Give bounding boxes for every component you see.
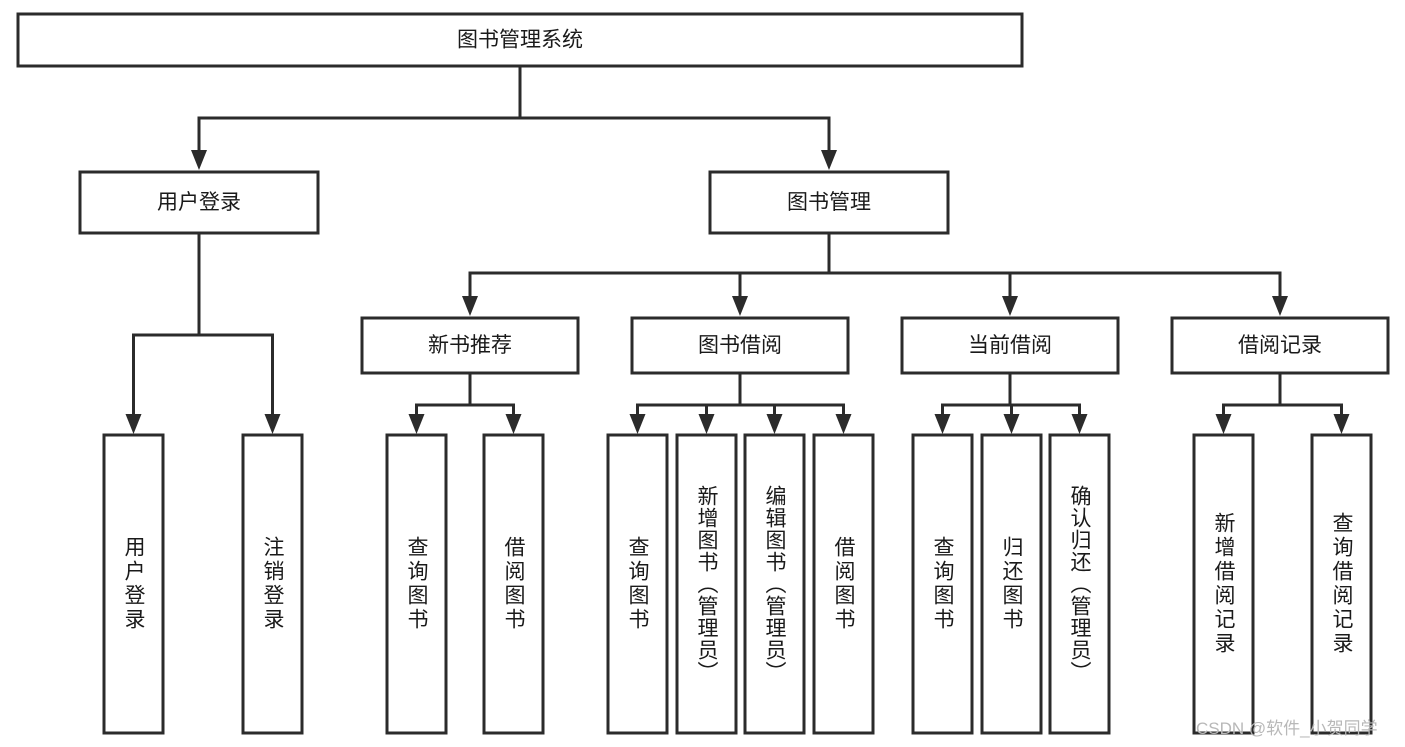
root-label-title: 图书管理系统 <box>457 29 583 52</box>
boxes-layer <box>16 12 1390 735</box>
leaf-box-leaf-query-borrow-record[interactable] <box>1310 433 1373 735</box>
level2-box-book-manage[interactable] <box>708 170 950 235</box>
level3-box-current-borrow[interactable] <box>900 316 1120 375</box>
arrow-head-icon <box>934 414 951 434</box>
arrow-head-icon <box>462 296 478 316</box>
leaf-box-leaf-user-login[interactable] <box>102 433 165 735</box>
arrow-head-icon <box>1215 414 1232 434</box>
csdn-watermark: CSDN @软件_小贺同学 <box>1196 719 1378 738</box>
leaf-box-leaf-add-book-admin[interactable] <box>675 433 738 735</box>
arrow-head-icon <box>191 150 207 170</box>
leaf-box-leaf-add-borrow-record[interactable] <box>1192 433 1255 735</box>
root-box-title[interactable] <box>16 12 1024 68</box>
level3-label-borrow-record: 借阅记录 <box>1238 334 1322 357</box>
leaf-box-leaf-return-book[interactable] <box>980 433 1043 735</box>
arrow-head-icon <box>698 414 715 434</box>
arrow-head-icon <box>505 414 522 434</box>
arrow-head-icon <box>1333 414 1350 434</box>
arrow-head-icon <box>629 414 646 434</box>
level3-box-new-book-recommend[interactable] <box>360 316 580 375</box>
leaf-box-leaf-confirm-return-admin[interactable] <box>1048 433 1111 735</box>
leaf-box-leaf-borrow-book-1[interactable] <box>482 433 545 735</box>
arrow-head-icon <box>1002 296 1018 316</box>
arrow-head-icon <box>408 414 425 434</box>
leaf-box-leaf-logout-login[interactable] <box>241 433 304 735</box>
arrow-head-icon <box>1003 414 1020 434</box>
arrow-head-icon <box>732 296 748 316</box>
leaf-box-leaf-query-book-1[interactable] <box>385 433 448 735</box>
leaf-box-leaf-edit-book-admin[interactable] <box>743 433 806 735</box>
level2-box-user-login[interactable] <box>78 170 320 235</box>
level3-label-new-book-recommend: 新书推荐 <box>428 334 512 357</box>
arrow-head-icon <box>1071 414 1088 434</box>
connectors-layer <box>125 64 1350 434</box>
level2-label-user-login: 用户登录 <box>157 191 241 214</box>
level3-box-borrow-record[interactable] <box>1170 316 1390 375</box>
level2-label-book-manage: 图书管理 <box>787 191 871 214</box>
arrow-head-icon <box>1272 296 1288 316</box>
arrow-head-icon <box>766 414 783 434</box>
arrow-head-icon <box>835 414 852 434</box>
level3-label-current-borrow: 当前借阅 <box>968 334 1052 357</box>
leaf-box-leaf-query-book-2[interactable] <box>606 433 669 735</box>
level3-label-book-borrow: 图书借阅 <box>698 334 782 357</box>
arrow-head-icon <box>821 150 837 170</box>
level3-box-book-borrow[interactable] <box>630 316 850 375</box>
arrow-head-icon <box>125 414 142 434</box>
leaf-box-leaf-query-book-3[interactable] <box>911 433 974 735</box>
arrow-head-icon <box>264 414 281 434</box>
leaf-box-leaf-borrow-book-2[interactable] <box>812 433 875 735</box>
